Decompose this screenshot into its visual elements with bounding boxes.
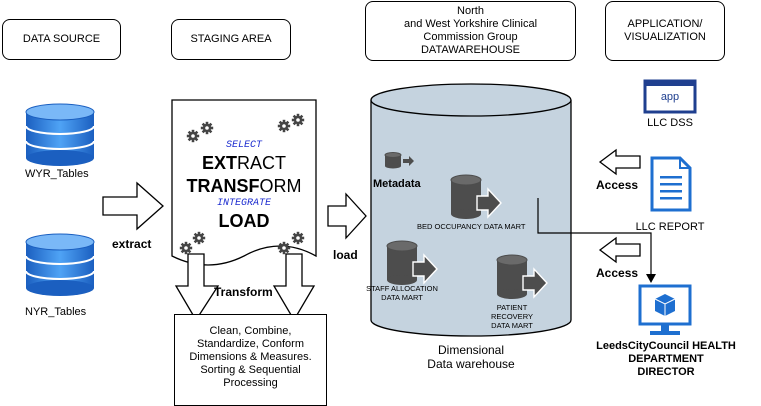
etl-transform-rest: ORM — [259, 176, 302, 196]
access-arrow-top — [598, 148, 641, 176]
connector-arrowhead — [646, 274, 656, 283]
data-source-header: DATA SOURCE — [2, 19, 121, 60]
metadata-icon — [384, 152, 414, 169]
staging-area-header: STAGING AREA — [171, 19, 291, 60]
wyr-database-icon — [25, 103, 95, 166]
gear-icon — [277, 241, 291, 255]
warehouse-caption: Dimensional Data warehouse — [427, 343, 515, 371]
warehouse-header: North and West Yorkshire Clinical Commis… — [365, 1, 576, 61]
access-arrow-bottom — [598, 236, 641, 264]
director-monitor-icon — [638, 284, 692, 335]
metadata-label: Metadata — [373, 178, 421, 190]
gear-icon — [291, 231, 305, 245]
etl-select-text: SELECT — [225, 140, 262, 151]
nyr-database-icon — [25, 233, 95, 296]
data-source-header-label: DATA SOURCE — [22, 33, 101, 45]
app-icon-text: app — [661, 91, 679, 103]
transform-label: Transform — [214, 285, 273, 299]
etl-load-text: LOAD — [218, 211, 270, 231]
transform-arrow-left — [174, 253, 220, 322]
patient-recovery-mart-label: PATIENT RECOVERY DATA MART — [491, 303, 533, 330]
transform-arrow-right — [272, 253, 316, 322]
gear-icon — [277, 119, 291, 133]
bed-occupancy-mart-label: BED OCCUPANCY DATA MART — [417, 222, 526, 231]
warehouse-header-label: North and West Yorkshire Clinical Commis… — [403, 5, 538, 56]
nyr-tables-label: NYR_Tables — [25, 306, 87, 318]
gear-icon — [200, 121, 214, 135]
extract-label: extract — [112, 237, 152, 251]
etl-extract-bold: EXT — [201, 153, 237, 173]
report-document-icon — [650, 156, 692, 212]
etl-transform-bold: TRANSF — [186, 176, 260, 196]
etl-integrate-text: INTEGRATE — [216, 198, 271, 209]
staff-allocation-mart-icon — [386, 240, 438, 285]
gear-icon — [179, 241, 193, 255]
access-top-label: Access — [596, 178, 639, 192]
etl-transform-text: TRANSFORM — [172, 176, 316, 196]
gear-icon — [192, 231, 206, 245]
llc-dss-label: LLC DSS — [647, 117, 693, 129]
staff-allocation-mart-label: STAFF ALLOCATION DATA MART — [366, 284, 438, 302]
transform-description-text: Clean, Combine, Standardize, Conform Dim… — [189, 325, 312, 389]
application-header: APPLICATION/ VISUALIZATION — [605, 1, 725, 61]
gear-icon — [291, 113, 305, 127]
load-label: load — [333, 248, 358, 262]
llc-report-label: LLC REPORT — [635, 221, 705, 233]
patient-recovery-mart-icon — [496, 254, 548, 299]
extract-arrow — [102, 181, 164, 231]
access-bottom-label: Access — [596, 266, 639, 280]
app-icon — [643, 79, 697, 114]
transform-description-box: Clean, Combine, Standardize, Conform Dim… — [174, 314, 327, 406]
etl-extract-text: EXTRACT — [172, 153, 316, 173]
bed-occupancy-mart-icon — [450, 174, 502, 219]
wyr-tables-label: WYR_Tables — [25, 168, 89, 180]
application-header-label: APPLICATION/ VISUALIZATION — [624, 18, 706, 43]
mart-to-director-connector — [537, 198, 652, 276]
staging-area-header-label: STAGING AREA — [190, 33, 272, 45]
etl-extract-rest: RACT — [237, 153, 286, 173]
load-arrow — [327, 192, 367, 240]
director-label: LeedsCityCouncil HEALTH DEPARTMENT DIREC… — [596, 340, 736, 378]
